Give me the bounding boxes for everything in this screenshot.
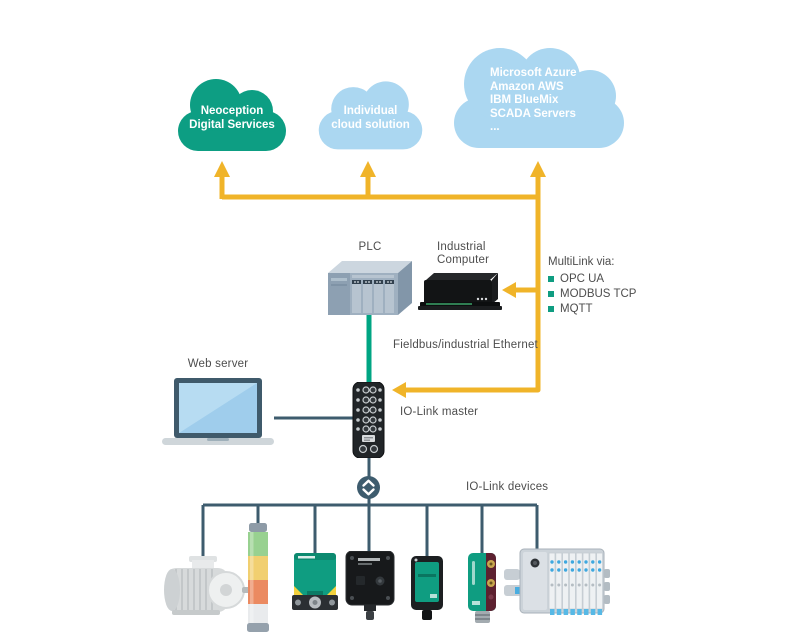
cloud-label-line: Amazon AWS — [490, 80, 564, 93]
cloud-label-line: Microsoft Azure — [490, 67, 577, 79]
multilink-item-modbus-tcp: MODBUS TCP — [548, 286, 636, 301]
cloud-label-line: Digital Services — [189, 119, 275, 131]
electric-motor-icon — [164, 556, 250, 615]
wireless-swap-icon — [357, 476, 380, 499]
public-cloud-label: Microsoft Azure Amazon AWS IBM BlueMix S… — [490, 67, 576, 135]
neoception-cloud — [178, 79, 286, 151]
multilink-list: MultiLink via: OPC UA MODBUS TCP MQTT — [548, 256, 636, 316]
plc-label: PLC — [358, 241, 382, 253]
multilink-item-opc-ua: OPC UA — [548, 271, 636, 286]
industrial-computer-label-line2: Computer — [437, 254, 490, 266]
io-link-devices-label: IO-Link devices — [466, 481, 549, 493]
web-server-label: Web server — [187, 358, 249, 370]
industrial-computer-label-line1: Industrial — [437, 241, 486, 253]
individual-cloud-label: Individual cloud solution — [313, 104, 428, 132]
neoception-cloud-label: Neoception Digital Services — [172, 104, 292, 132]
multilink-arrowheads — [214, 161, 546, 398]
industrial-computer-icon — [418, 273, 502, 310]
multilink-item-label: OPC UA — [560, 272, 605, 285]
photoelectric-sensor-icon — [411, 556, 443, 620]
cloud-label-line: cloud solution — [331, 119, 410, 131]
fieldbus-label: Fieldbus/industrial Ethernet — [393, 339, 538, 351]
cloud-label-line: Neoception — [200, 105, 264, 117]
multilink-item-mqtt: MQTT — [548, 301, 636, 316]
cloud-label-line: ... — [490, 121, 500, 133]
bullet-square-icon — [548, 290, 554, 297]
io-link-master-icon — [352, 382, 385, 458]
bullet-square-icon — [548, 275, 554, 282]
cloud-label-line: IBM BlueMix — [490, 94, 559, 106]
cloud-label-line: SCADA Servers — [490, 107, 576, 120]
multilink-item-label: MQTT — [560, 302, 593, 315]
individual-cloud — [318, 81, 423, 150]
valve-terminal-icon — [504, 548, 610, 615]
public-cloud — [454, 48, 624, 148]
io-link-master-label: IO-Link master — [400, 406, 479, 418]
inductive-sensor-icon — [292, 553, 338, 610]
plc-icon — [328, 261, 412, 315]
industrial-computer-label: Industrial Computer — [437, 241, 489, 267]
multilink-item-label: MODBUS TCP — [560, 287, 637, 300]
io-link-sensor-block-icon — [345, 551, 395, 620]
cloud-label-line: Individual — [343, 105, 398, 117]
web-server-laptop-icon — [162, 378, 274, 445]
multilink-trunk — [219, 176, 541, 393]
bullet-square-icon — [548, 305, 554, 312]
slim-photoelectric-sensor-icon — [468, 553, 496, 623]
multilink-title: MultiLink via: — [548, 256, 615, 268]
signal-tower-icon — [247, 523, 269, 632]
